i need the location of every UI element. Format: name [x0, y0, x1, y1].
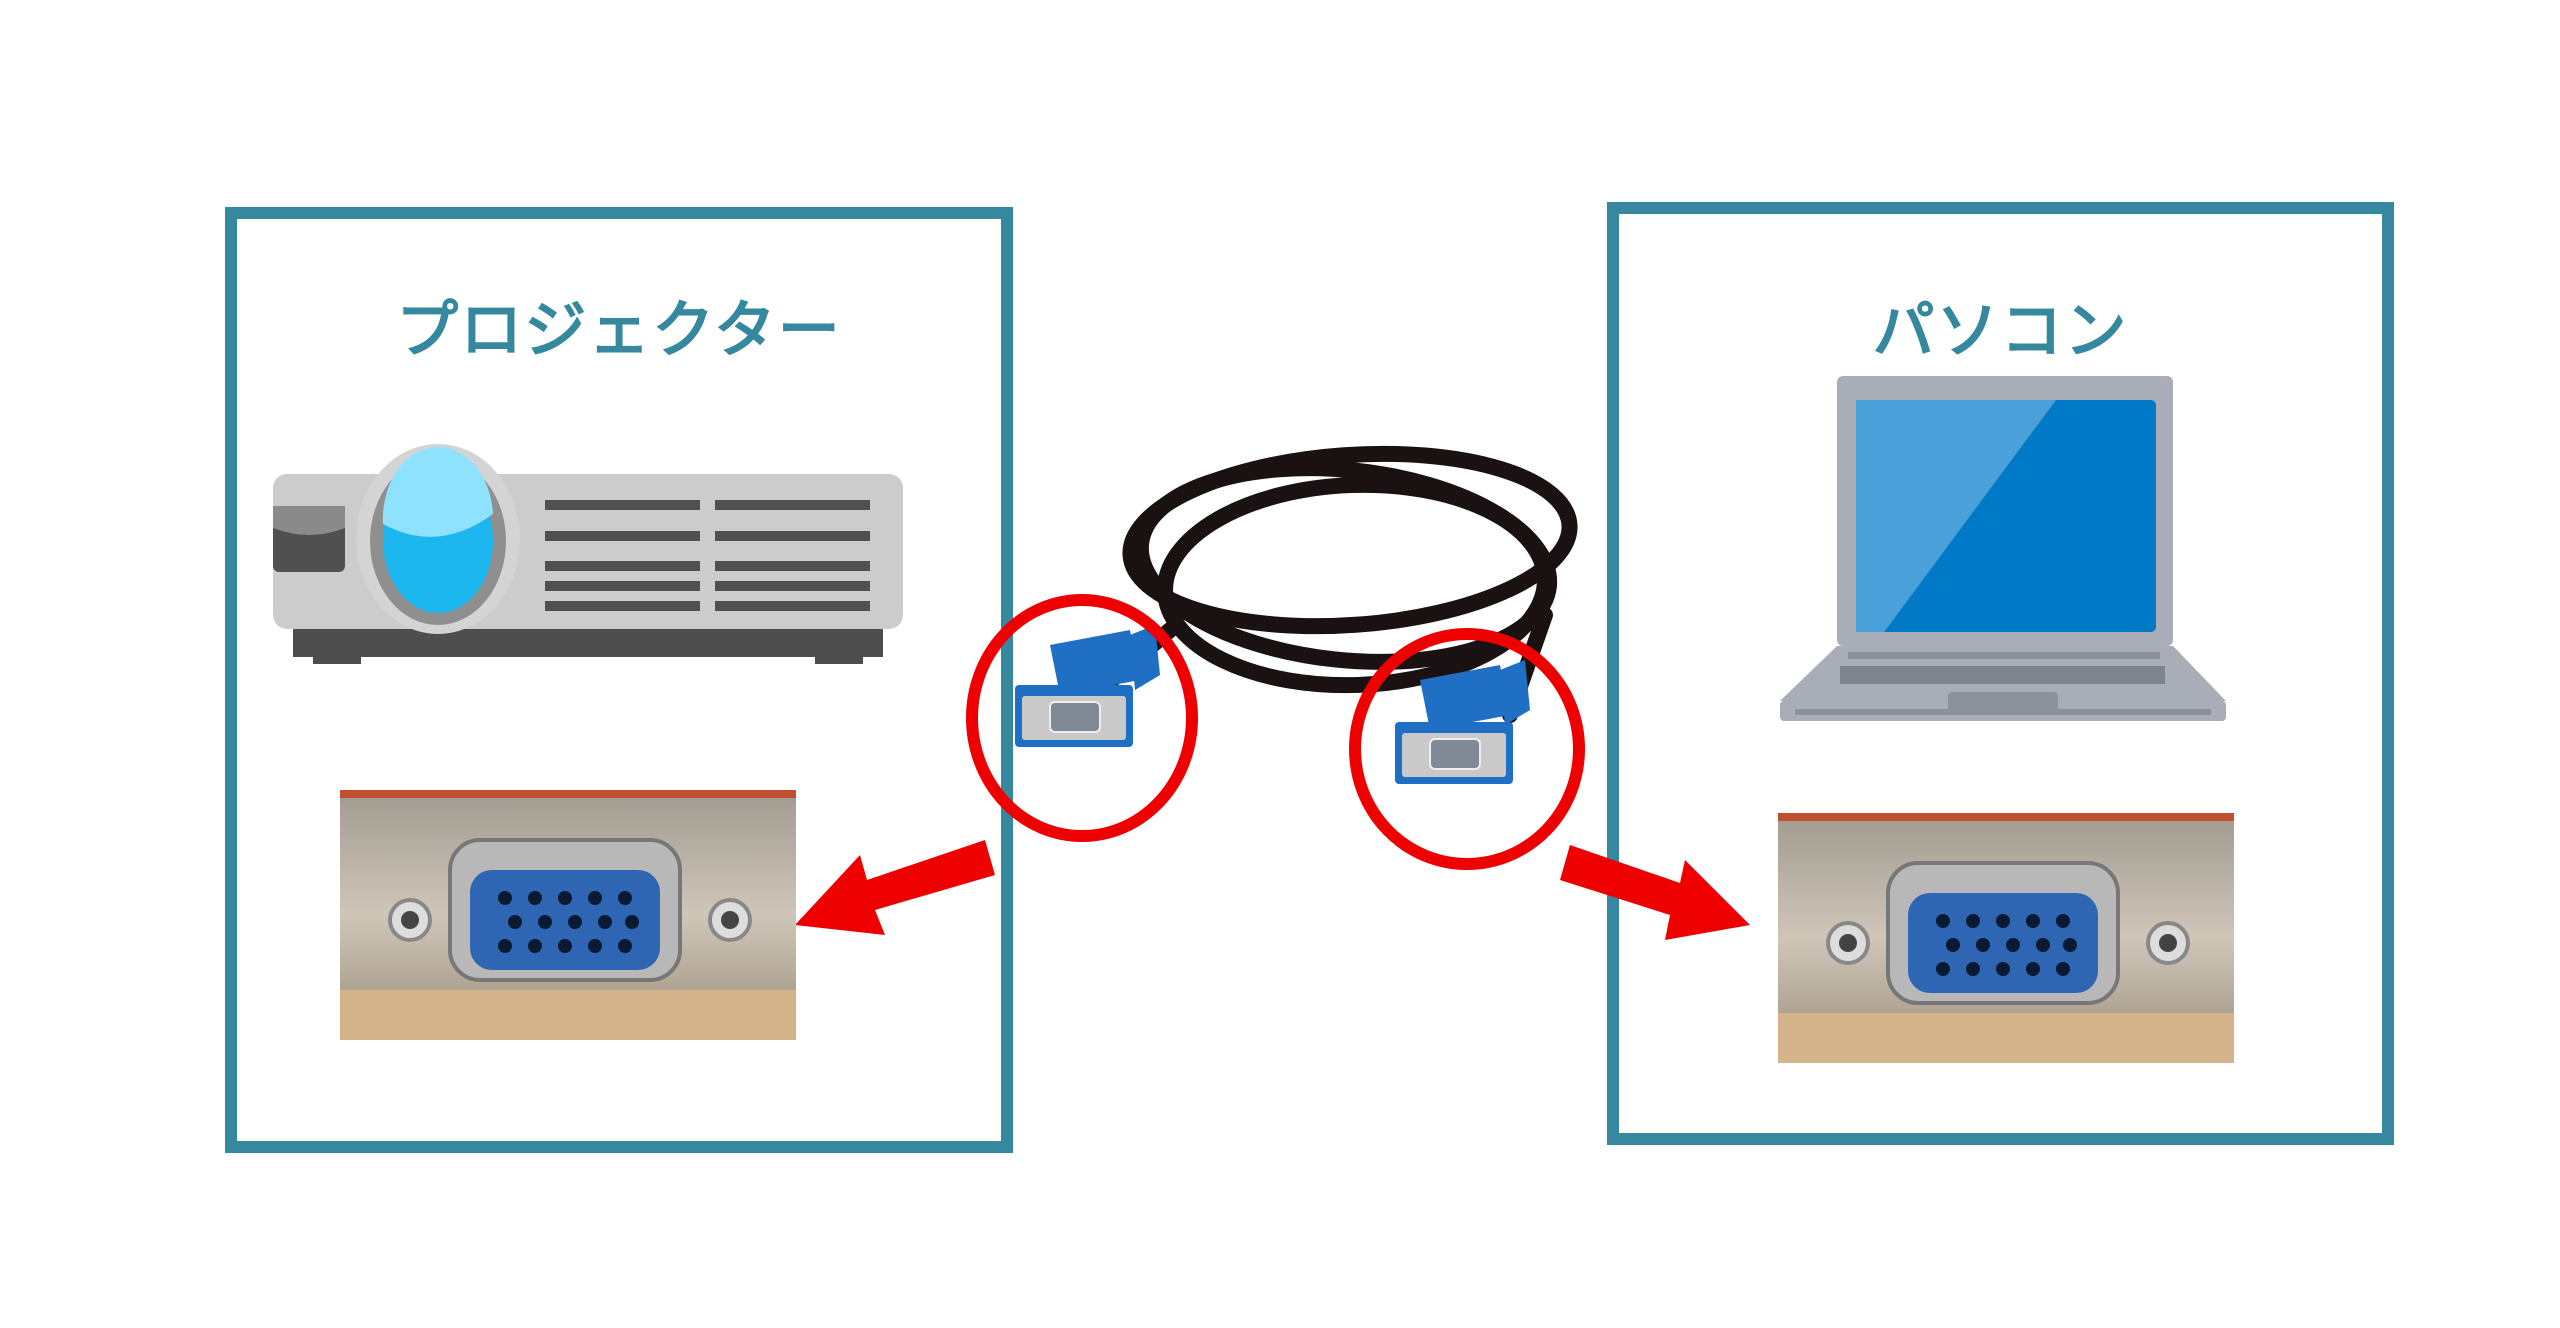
projector-title: プロジェクター [396, 293, 842, 366]
highlight-circle-right [1349, 628, 1585, 870]
projector-icon [273, 444, 903, 664]
arrow-to-projector-port [795, 840, 995, 935]
highlight-circle-left [966, 594, 1198, 842]
pc-vga-port-photo [1778, 813, 2234, 1063]
laptop-icon [1780, 376, 2226, 721]
pc-title: パソコン [1872, 294, 2129, 367]
arrow-to-pc-port [1560, 845, 1750, 940]
vent-grille [545, 500, 870, 611]
cable-connector-left [1015, 625, 1160, 747]
cable-connector-right [1395, 660, 1530, 784]
projector-vga-port-photo [340, 790, 796, 1040]
vga-cable-icon [1015, 445, 1578, 784]
